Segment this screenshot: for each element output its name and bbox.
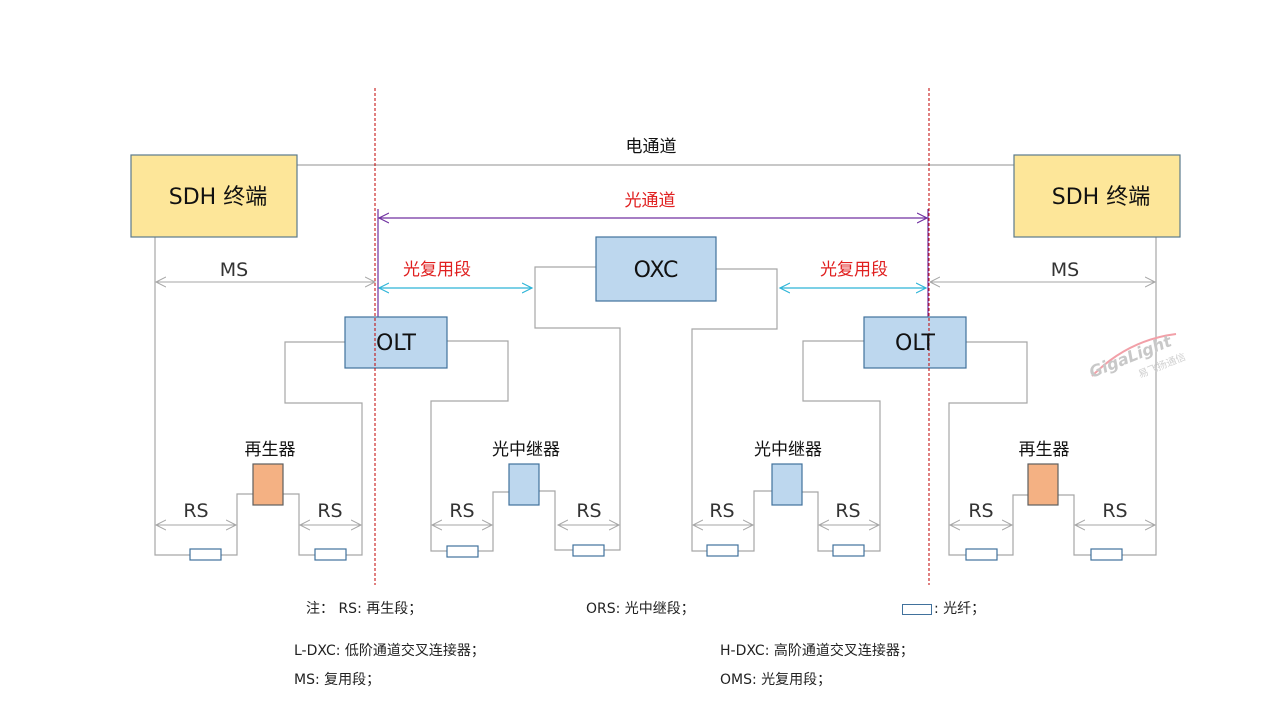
note-ors: ORS: 光中继段； [586,601,695,617]
wire [539,490,573,551]
oms-left-label: 光复用段 [403,260,471,280]
rs-label: RS [968,500,993,522]
optical-channel [377,209,929,318]
sdh-terminal-right [1013,154,1181,238]
rs-label: RS [1102,500,1127,522]
wire [1121,237,1157,556]
rs-label: RS [576,500,601,522]
note-rs-text: RS: 再生段； [338,601,423,617]
wire [534,266,621,551]
wire [948,341,1028,556]
fiber-symbol [572,544,605,557]
wire [430,340,509,552]
sdh-terminal-right-label: SDH 终端 [1052,185,1150,210]
rs-label: RS [835,500,860,522]
swoosh-icon [1091,333,1177,377]
oxc-box [595,236,717,302]
ms-right-label: MS [1051,259,1079,281]
wire [478,491,509,552]
sdh-terminal-left [130,154,298,238]
fiber-symbol [314,548,347,561]
note-prefix: 注： [306,601,334,617]
wire [802,340,881,552]
note-hdxc: H-DXC: 高阶通道交叉连接器； [720,643,914,659]
fiber-symbol [832,544,865,557]
repeater-left-label: 光中继器 [492,440,560,460]
note-rs: 注： RS: 再生段； [306,598,422,618]
domain-boundaries [374,88,930,585]
wires [154,164,1157,556]
note-fiber: : 光纤； [902,598,985,618]
electrical-channel-label: 电通道 [626,137,677,157]
oxc-label: OXC [634,258,679,283]
oms-right-label: 光复用段 [820,260,888,280]
wire [284,341,363,556]
rs-label: RS [183,500,208,522]
rs-label: RS [709,500,734,522]
nodes [130,154,1181,506]
wire [154,237,190,556]
fibers [189,544,1123,561]
fiber-symbol [1090,548,1123,561]
olt-left-label: OLT [376,331,417,356]
note-ldxc: L-DXC: 低阶通道交叉连接器； [294,643,485,659]
wire [802,491,833,552]
olt-right-box [863,316,967,369]
sdh-terminal-left-label: SDH 终端 [169,185,267,210]
watermark-brand: GigaLight [1088,331,1175,382]
olt-right-label: OLT [895,331,936,356]
repeater-right-label: 光中继器 [754,440,822,460]
fiber-symbol [965,548,998,561]
fiber-symbol [706,544,739,557]
optical-channel-label: 光通道 [625,191,676,211]
repeater-left-box [508,463,540,506]
wire [691,268,778,552]
note-fiber-text: : 光纤； [934,601,986,617]
regenerator-left-box [252,463,284,506]
repeater-right-box [771,463,803,506]
regenerator-left-label: 再生器 [245,440,296,460]
ms-left-label: MS [220,259,248,281]
olt-left-box [344,316,448,369]
regenerator-right-label: 再生器 [1019,440,1070,460]
fiber-legend-icon [902,603,932,615]
fiber-symbol [446,545,479,558]
rs-label: RS [317,500,342,522]
fiber-symbol [189,548,222,561]
note-ms: MS: 复用段； [294,672,381,688]
rs-label: RS [449,500,474,522]
note-oms: OMS: 光复用段； [720,672,832,688]
regenerator-right-box [1027,463,1059,506]
gigalight-watermark-logo: GigaLight 易飞扬通信 [1088,331,1187,382]
wire [738,490,772,552]
